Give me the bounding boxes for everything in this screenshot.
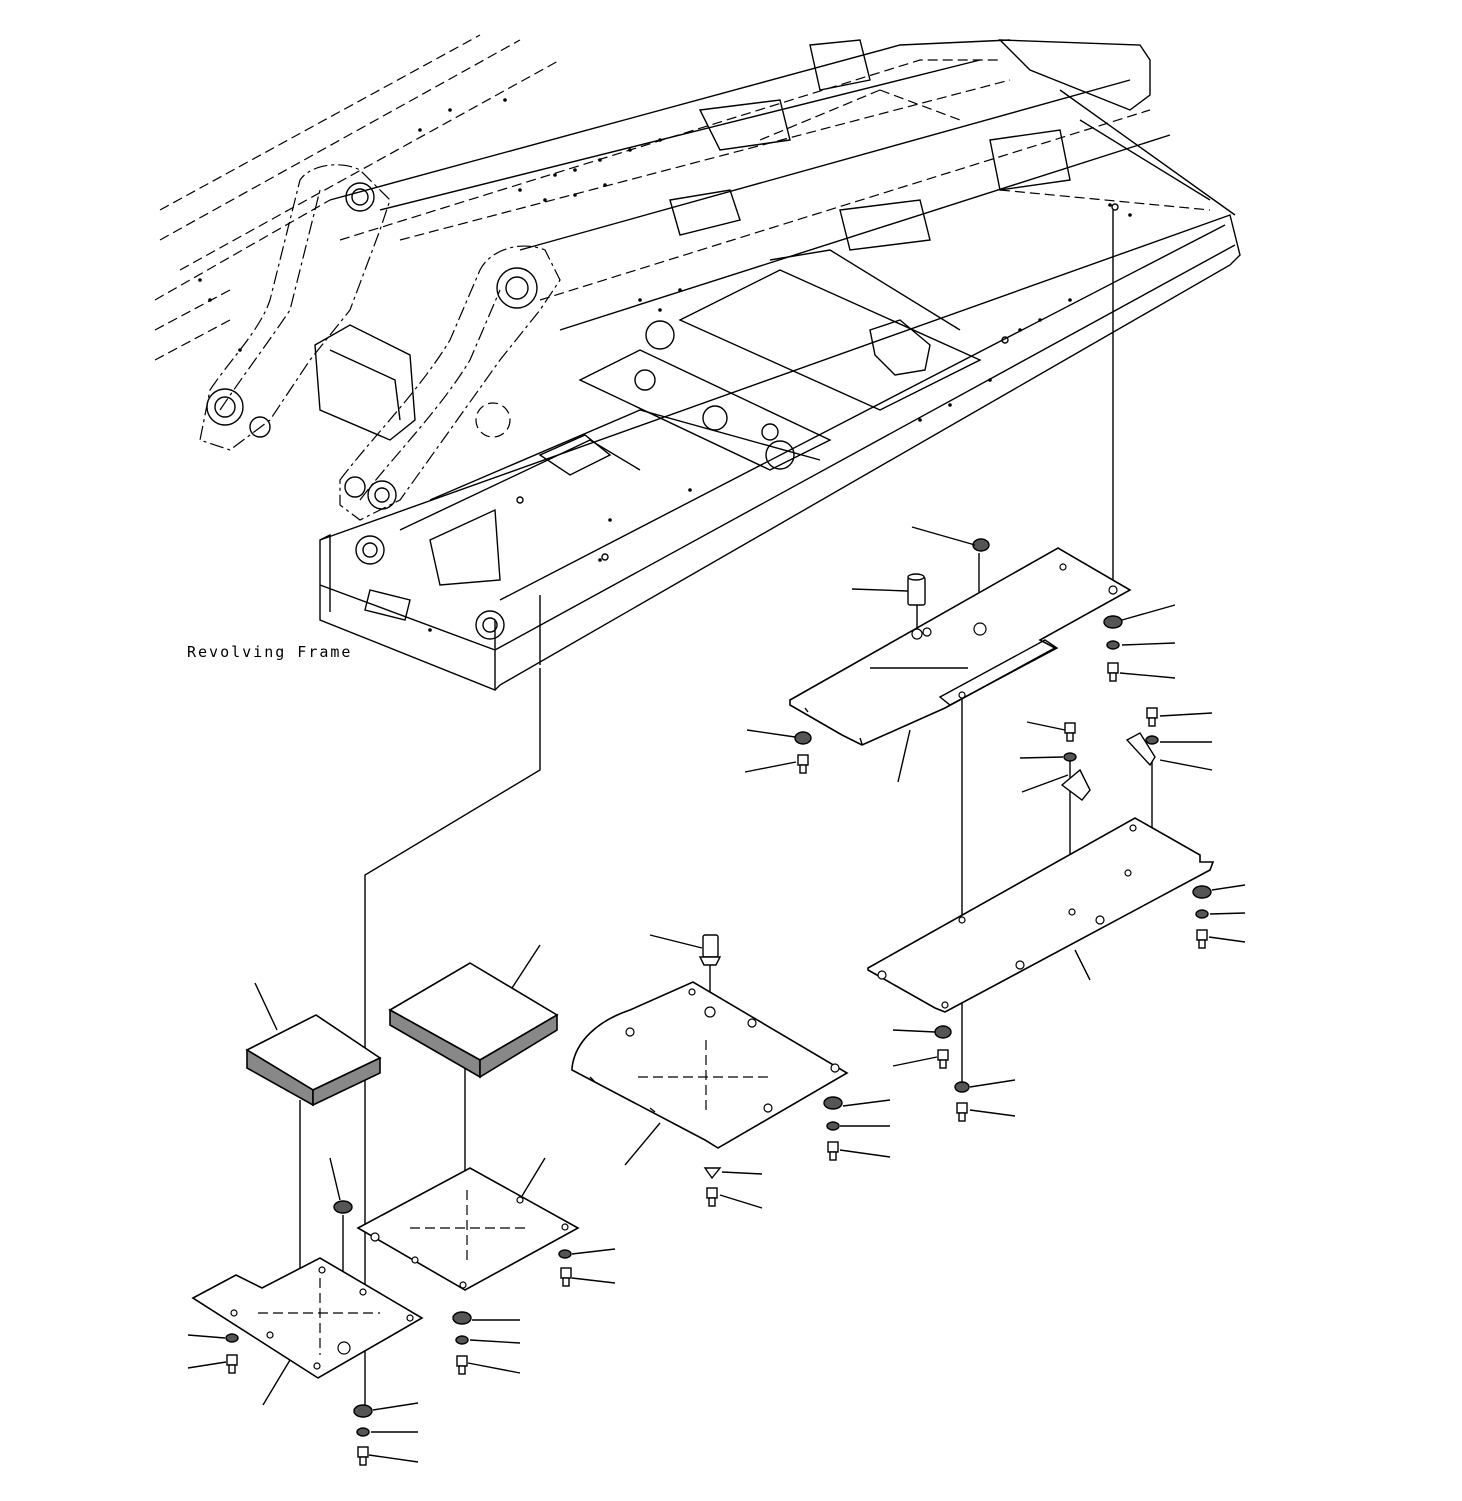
lower-middle-plate bbox=[356, 1157, 580, 1291]
lower-right-cover-plate bbox=[867, 707, 1246, 1122]
lower-left-hardware bbox=[187, 1157, 616, 1466]
lower-left-plate bbox=[191, 1257, 424, 1406]
center-cover-plate bbox=[571, 934, 891, 1209]
upper-cover-plate bbox=[789, 547, 1132, 783]
pad-left bbox=[245, 982, 382, 1107]
callout-leader bbox=[897, 729, 911, 783]
pad-right bbox=[388, 944, 559, 1079]
revolving-frame-label: Revolving Frame bbox=[187, 643, 353, 661]
upper-plate-hardware bbox=[744, 526, 1176, 774]
revolving-frame bbox=[154, 34, 1241, 691]
